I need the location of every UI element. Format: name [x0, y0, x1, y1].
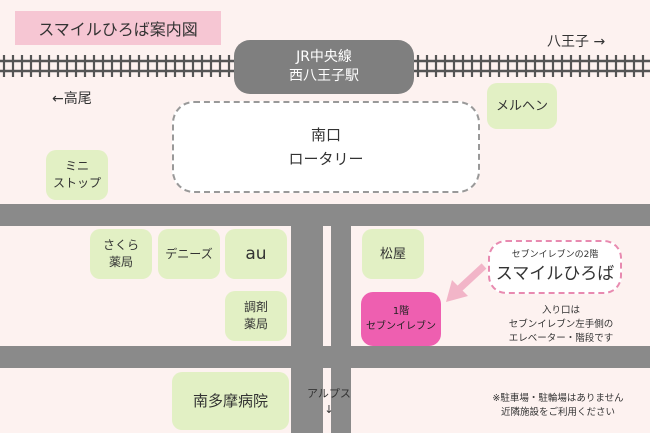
smile-floor-note: セブンイレブンの2階	[511, 249, 599, 260]
direction-alps: アルプス ↓	[300, 386, 358, 418]
ministop-label-1: ミニ	[64, 159, 89, 173]
road-vertical-left	[291, 226, 323, 433]
road-lower	[0, 346, 650, 368]
landmark-matsuya: 松屋	[362, 229, 424, 279]
entrance-note-line-1: 入り口は	[541, 305, 580, 316]
chouzai-label-2: 薬局	[243, 317, 268, 331]
station-name: 西八王子駅	[289, 68, 359, 84]
station-line: JR中央線	[296, 49, 352, 65]
landmark-seven-eleven: 1階 セブンイレブン	[361, 292, 441, 346]
dennys-label: デニーズ	[165, 246, 213, 261]
smile-hiroba-marker: セブンイレブンの2階 スマイルひろば	[488, 240, 622, 294]
landmark-au: au	[225, 229, 287, 279]
rotary-label-1: 南口	[310, 126, 341, 144]
map-title: スマイルひろば案内図	[15, 11, 221, 45]
parking-note-line-1: ※駐車場・駐輪場はありません	[492, 393, 624, 404]
matsuya-label: 松屋	[379, 246, 406, 262]
hospital-label: 南多摩病院	[192, 391, 268, 410]
down-arrow-icon: ↓	[324, 403, 334, 416]
road-vertical-right	[331, 226, 351, 433]
landmark-sakura-pharmacy: さくら 薬局	[90, 229, 152, 279]
sakura-label-1: さくら	[102, 238, 139, 252]
ministop-label-2: ストップ	[52, 176, 101, 190]
rotary-label-2: ロータリー	[288, 150, 364, 168]
seven-eleven-label: セブンイレブン	[366, 321, 436, 332]
au-label: au	[245, 243, 267, 264]
seven-eleven-floor: 1階	[392, 306, 410, 317]
road-upper	[0, 204, 650, 226]
entrance-note-line-2: セブンイレブン左手側の	[508, 319, 614, 330]
entrance-note: 入り口は セブンイレブン左手側の エレベーター・階段です	[486, 304, 636, 346]
sakura-label-2: 薬局	[108, 255, 133, 269]
pointer-arrow-icon	[446, 263, 487, 302]
landmark-meruhen: メルヘン	[487, 83, 557, 129]
direction-takao: ←高尾	[52, 91, 92, 107]
entrance-note-line-3: エレベーター・階段です	[508, 333, 614, 344]
station-box: JR中央線 西八王子駅	[234, 40, 414, 94]
alps-label: アルプス	[307, 387, 351, 400]
parking-note: ※駐車場・駐輪場はありません 近隣施設をご利用ください	[470, 392, 646, 420]
meruhen-label: メルヘン	[495, 98, 548, 114]
landmark-ministop: ミニ ストップ	[46, 150, 108, 200]
landmark-chouzai-pharmacy: 調剤 薬局	[225, 291, 287, 341]
smile-hiroba-label: スマイルひろば	[495, 263, 615, 284]
south-rotary: 南口 ロータリー	[172, 101, 480, 193]
chouzai-label-1: 調剤	[243, 300, 268, 314]
parking-note-line-2: 近隣施設をご利用ください	[500, 407, 615, 418]
landmark-minamitama-hospital: 南多摩病院	[172, 372, 289, 430]
direction-hachioji: 八王子 →	[547, 34, 606, 50]
landmark-dennys: デニーズ	[158, 229, 220, 279]
